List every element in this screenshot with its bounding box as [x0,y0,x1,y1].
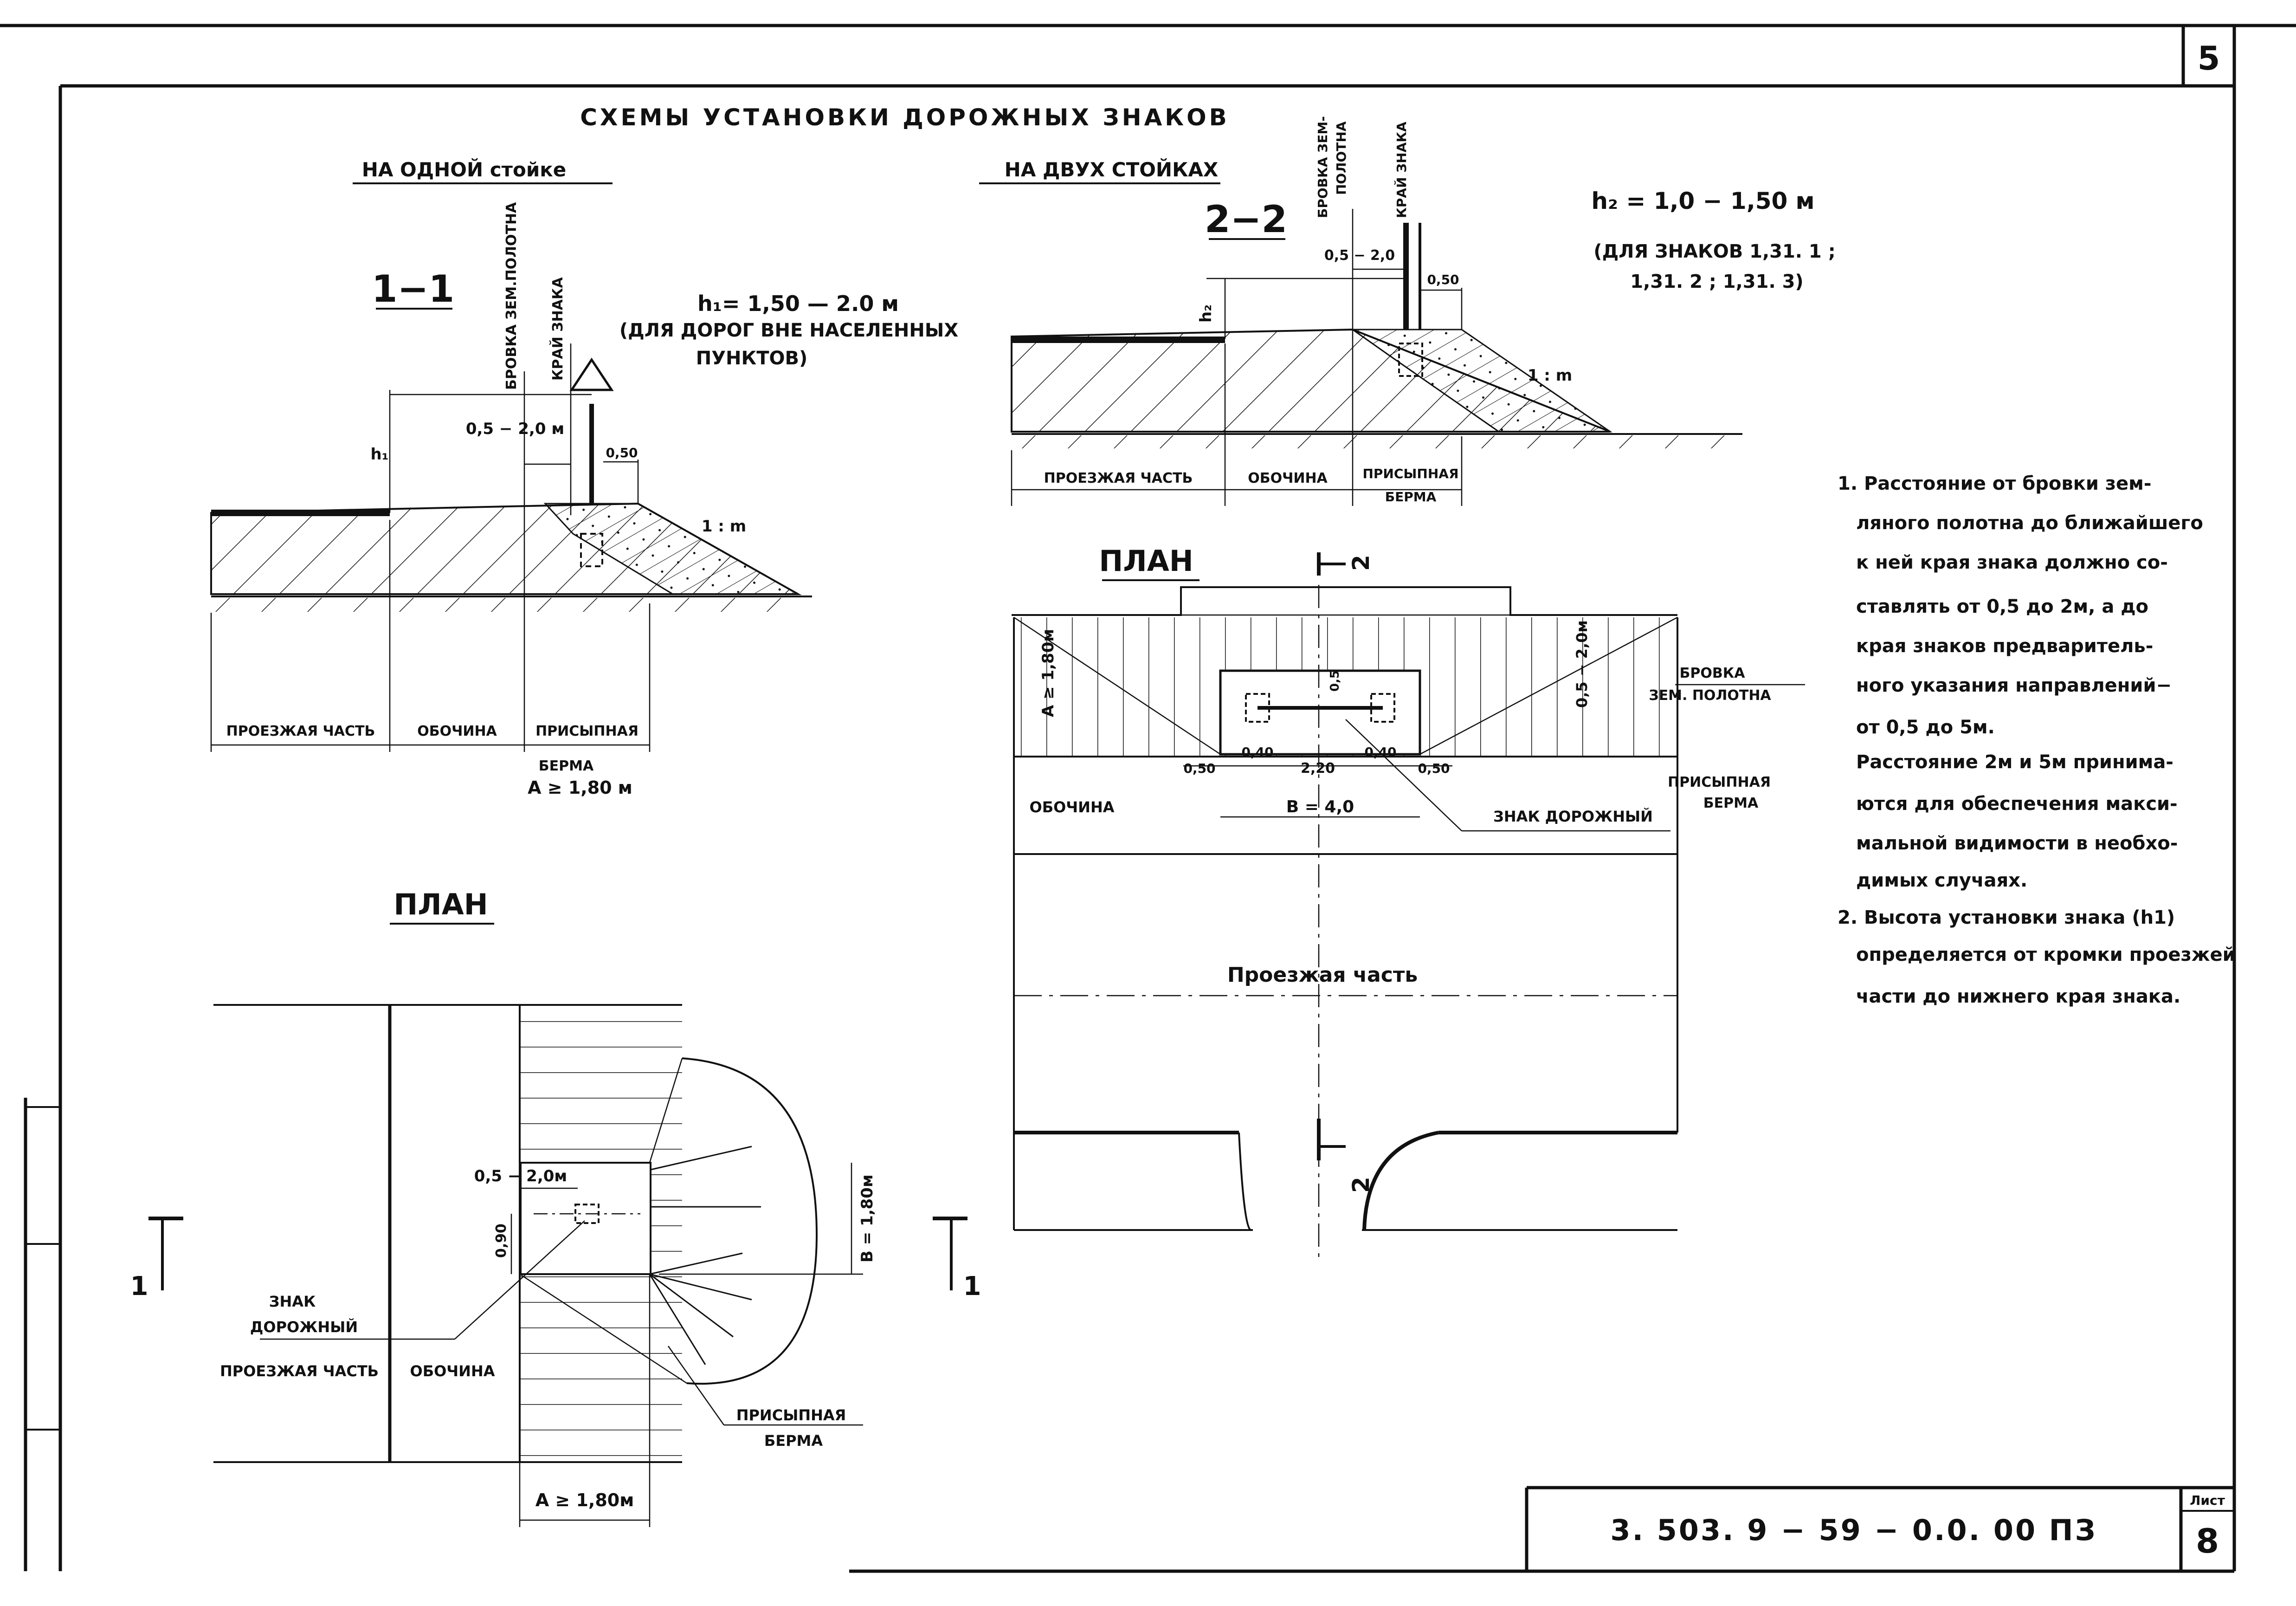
plan-040-l: 0,40 [1241,745,1273,760]
plan-left: ПЛАН 0,5 − 2,0м 0,90 В = 1,80м ЗНАК ДОРО… [130,887,877,1527]
plan-road-right: Проезжая часть [1227,963,1418,987]
plan-berm-1-right: ПРИСЫПНАЯ [1668,774,1771,790]
h2-note-1: (ДЛЯ ЗНАКОВ 1,31. 1 ; [1593,241,1835,262]
notes: 1. Расстояние от бровки зем- ляного поло… [1838,473,2236,1007]
dim-05-20-right: 0,5 − 2,0 [1324,247,1395,264]
sign-triangle-icon [569,357,614,391]
plan-berm-1-left: ПРИСЫПНАЯ [736,1406,846,1424]
plan-berm-2-right: БЕРМА [1703,795,1759,811]
h2-label: h₂ [1197,304,1215,323]
note-line: края знаков предваритель- [1856,635,2153,657]
plan-shoulder-right: ОБОЧИНА [1030,798,1115,816]
a-min-left: А ≥ 1,80 м [528,777,632,798]
plan-dim-090-left: 0,90 [493,1224,510,1258]
dim-05-20-left: 0,5 − 2,0 м [466,420,564,438]
cut-mark-1-left: 1 [130,1271,148,1302]
zone-berm-left: ПРИСЫПНАЯ [535,723,638,739]
plan-a-right: А ≥ 1,80м [1039,629,1058,717]
plan-b-right: В = 4,0 [1286,797,1354,816]
plan-a-left: А ≥ 1,80м [535,1490,634,1510]
h2-note-2: 1,31. 2 ; 1,31. 3) [1630,271,1803,292]
zone-berm-right: ПРИСЫПНАЯ [1362,466,1458,481]
zone-road-left: ПРОЕЗЖАЯ ЧАСТЬ [226,723,375,739]
note-line: определяется от кромки проезжей [1856,944,2236,965]
plan-berm-2-left: БЕРМА [764,1432,823,1450]
note-line: части до нижнего края знака. [1856,986,2180,1007]
note-line: от 0,5 до 5м. [1856,717,1995,738]
section-2-2-mark: 2−2 [1205,198,1287,241]
plan-edge-1-right: БРОВКА [1680,665,1746,681]
sheet-number: 5 [2198,39,2220,78]
note-line: мальной видимости в необхо- [1856,833,2178,854]
cut-mark-2-bottom: 2 [1348,1177,1374,1193]
note-line: ставлять от 0,5 до 2м, а до [1856,596,2148,617]
vlabel-edge-right-2: ПОЛОТНА [1334,121,1349,195]
note-line: димых случаях. [1856,870,2027,891]
zone-shoulder-right: ОБОЧИНА [1248,470,1328,486]
plan-edge-2-right: ЗЕМ. ПОЛОТНА [1649,687,1771,704]
main-title: СХЕМЫ УСТАНОВКИ ДОРОЖНЫХ ЗНАКОВ [580,104,1230,131]
doc-code: 3. 503. 9 − 59 − 0.0. 00 ПЗ [1610,1513,2097,1547]
section-1-1: НА ОДНОЙ стойке 1−1 h₁= 1,50 — 2.0 м (ДЛ… [210,158,958,798]
slope-left: 1 : m [702,517,746,536]
vlabel-edge-left: БРОВКА ЗЕМ.ПОЛОТНА [503,202,520,390]
plan-title-left: ПЛАН [393,887,488,921]
h2-formula: h₂ = 1,0 − 1,50 м [1591,188,1814,214]
left-subtitle: НА ОДНОЙ стойке [362,158,567,181]
sheet-page: 8 [2196,1522,2219,1561]
slope-right: 1 : m [1528,366,1572,385]
plan-05-right: 0,5 [1328,670,1342,692]
note-line: 1. Расстояние от бровки зем- [1838,473,2151,494]
note-line: ного указания направлений− [1856,675,2172,696]
dim-050-right: 0,50 [1427,272,1459,287]
note-line: к ней края знака должно со- [1856,552,2168,573]
h1-note-1: (ДЛЯ ДОРОГ ВНЕ НАСЕЛЕННЫХ [619,320,958,341]
plan-050-r: 0,50 [1418,761,1450,776]
zone-road-right: ПРОЕЗЖАЯ ЧАСТЬ [1044,470,1193,486]
section-2-2: НА ДВУХ СТОЙКАХ 2−2 h₂ = 1,0 − 1,50 м (Д… [979,116,1836,506]
sheet-frame [0,24,2296,1573]
note-line: ются для обеспечения макси- [1856,793,2178,815]
dim-050-left: 0,50 [606,445,638,460]
berma-left: БЕРМА [539,758,594,774]
plan-road-left: ПРОЕЗЖАЯ ЧАСТЬ [220,1362,379,1380]
note-line: ляного полотна до ближайшего [1856,512,2203,534]
section-1-1-mark: 1−1 [372,267,454,311]
plan-220: 2,20 [1301,760,1335,777]
note-line: Расстояние 2м и 5м принима- [1856,751,2173,773]
plan-050-l: 0,50 [1183,761,1215,776]
plan-right: ПЛАН А ≥ 1,80м 0,5 − 2,0м 0,5 0,50 0,40 … [933,544,1805,1302]
zone-shoulder-left: ОБОЧИНА [417,723,497,739]
plan-05-20-right: 0,5 − 2,0м [1573,620,1591,708]
right-subtitle: НА ДВУХ СТОЙКАХ [1005,158,1219,181]
h1-label: h₁ [370,445,388,464]
plan-dim-05-20-left: 0,5 − 2,0м [474,1167,567,1185]
plan-sign-1-left: ЗНАК [269,1293,316,1310]
cut-mark-1-right: 1 [963,1271,981,1302]
cut-mark-2-top: 2 [1348,555,1374,571]
plan-dim-b-left: В = 1,80м [858,1174,877,1263]
h1-formula: h₁= 1,50 — 2.0 м [697,291,899,316]
vlabel-sign-right: КРАЙ ЗНАКА [1393,122,1409,218]
plan-shoulder-left: ОБОЧИНА [410,1362,495,1380]
berma-right: БЕРМА [1385,489,1437,505]
h1-note-2: ПУНКТОВ) [696,348,808,369]
note-line: 2. Высота установки знака (h1) [1838,907,2175,928]
plan-sign-right: ЗНАК ДОРОЖНЫЙ [1493,808,1653,825]
sheet-label: Лист [2190,1493,2225,1508]
vlabel-edge-right-1: БРОВКА ЗЕМ- [1315,116,1330,218]
vlabel-sign-left: КРАЙ ЗНАКА [549,277,566,381]
plan-title-right: ПЛАН [1099,544,1193,578]
plan-sign-2-left: ДОРОЖНЫЙ [250,1318,358,1336]
